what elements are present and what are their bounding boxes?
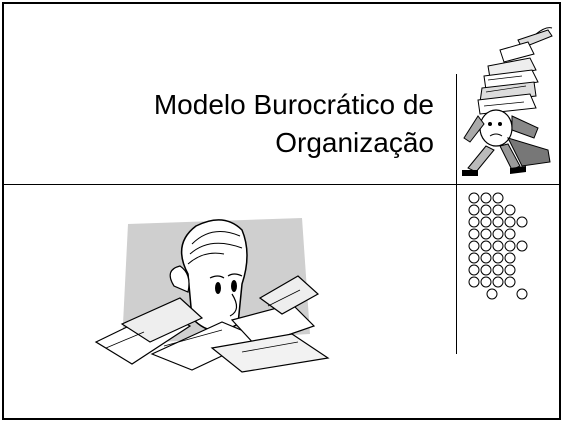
- buried-in-papers-clipart: [92, 214, 332, 374]
- vertical-divider: [456, 74, 457, 354]
- slide: Modelo Burocrático de Organização: [2, 2, 561, 420]
- slide-title: Modelo Burocrático de Organização: [154, 86, 434, 162]
- title-line-1: Modelo Burocrático de: [153, 89, 434, 120]
- title-line-2: Organização: [275, 127, 434, 158]
- paper-stack-clipart: [460, 20, 558, 180]
- circle-grid-decoration: [468, 192, 558, 332]
- horizontal-divider: [4, 184, 559, 185]
